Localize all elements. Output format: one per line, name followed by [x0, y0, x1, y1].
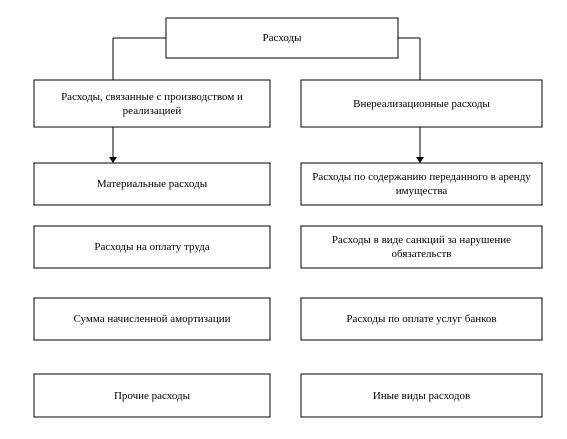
- right-item-4-box: [300, 373, 543, 418]
- left-item-4-box: [33, 373, 271, 418]
- arrowhead-left-item1: [109, 157, 117, 163]
- arrowhead-right-item1: [416, 157, 424, 163]
- left-item-3-box: [33, 297, 271, 341]
- left-item-2-label: Расходы на оплату труда: [94, 241, 210, 253]
- right-item-2-label: Расходы в виде санкций за нарушение обяз…: [331, 234, 512, 260]
- left-item-1-label: Материальные расходы: [96, 178, 208, 190]
- right-item-3-box: [300, 297, 543, 341]
- left-item-4-label: Прочие расходы: [113, 389, 191, 402]
- left-item-2-box: [33, 225, 271, 269]
- right-item-2-box: [300, 225, 543, 269]
- right-item-4-label: Иные виды расходов: [372, 389, 471, 402]
- left-header-box: [33, 79, 271, 128]
- root-node-box: [165, 17, 399, 59]
- right-item-3-label: Расходы по оплате услуг банков: [346, 313, 497, 325]
- root-node-label: Расходы: [262, 32, 302, 44]
- left-header-label: Расходы, связанные с производством и реа…: [61, 90, 243, 117]
- right-item-1-label: Расходы по содержанию переданного в арен…: [312, 171, 531, 197]
- right-header-label: Внереализационные расходы: [353, 97, 490, 110]
- right-header-box: [300, 79, 543, 128]
- left-item-3-label: Сумма начисленной амортизации: [73, 313, 231, 325]
- right-item-1-box: [300, 162, 543, 206]
- left-item-1-box: [33, 162, 271, 206]
